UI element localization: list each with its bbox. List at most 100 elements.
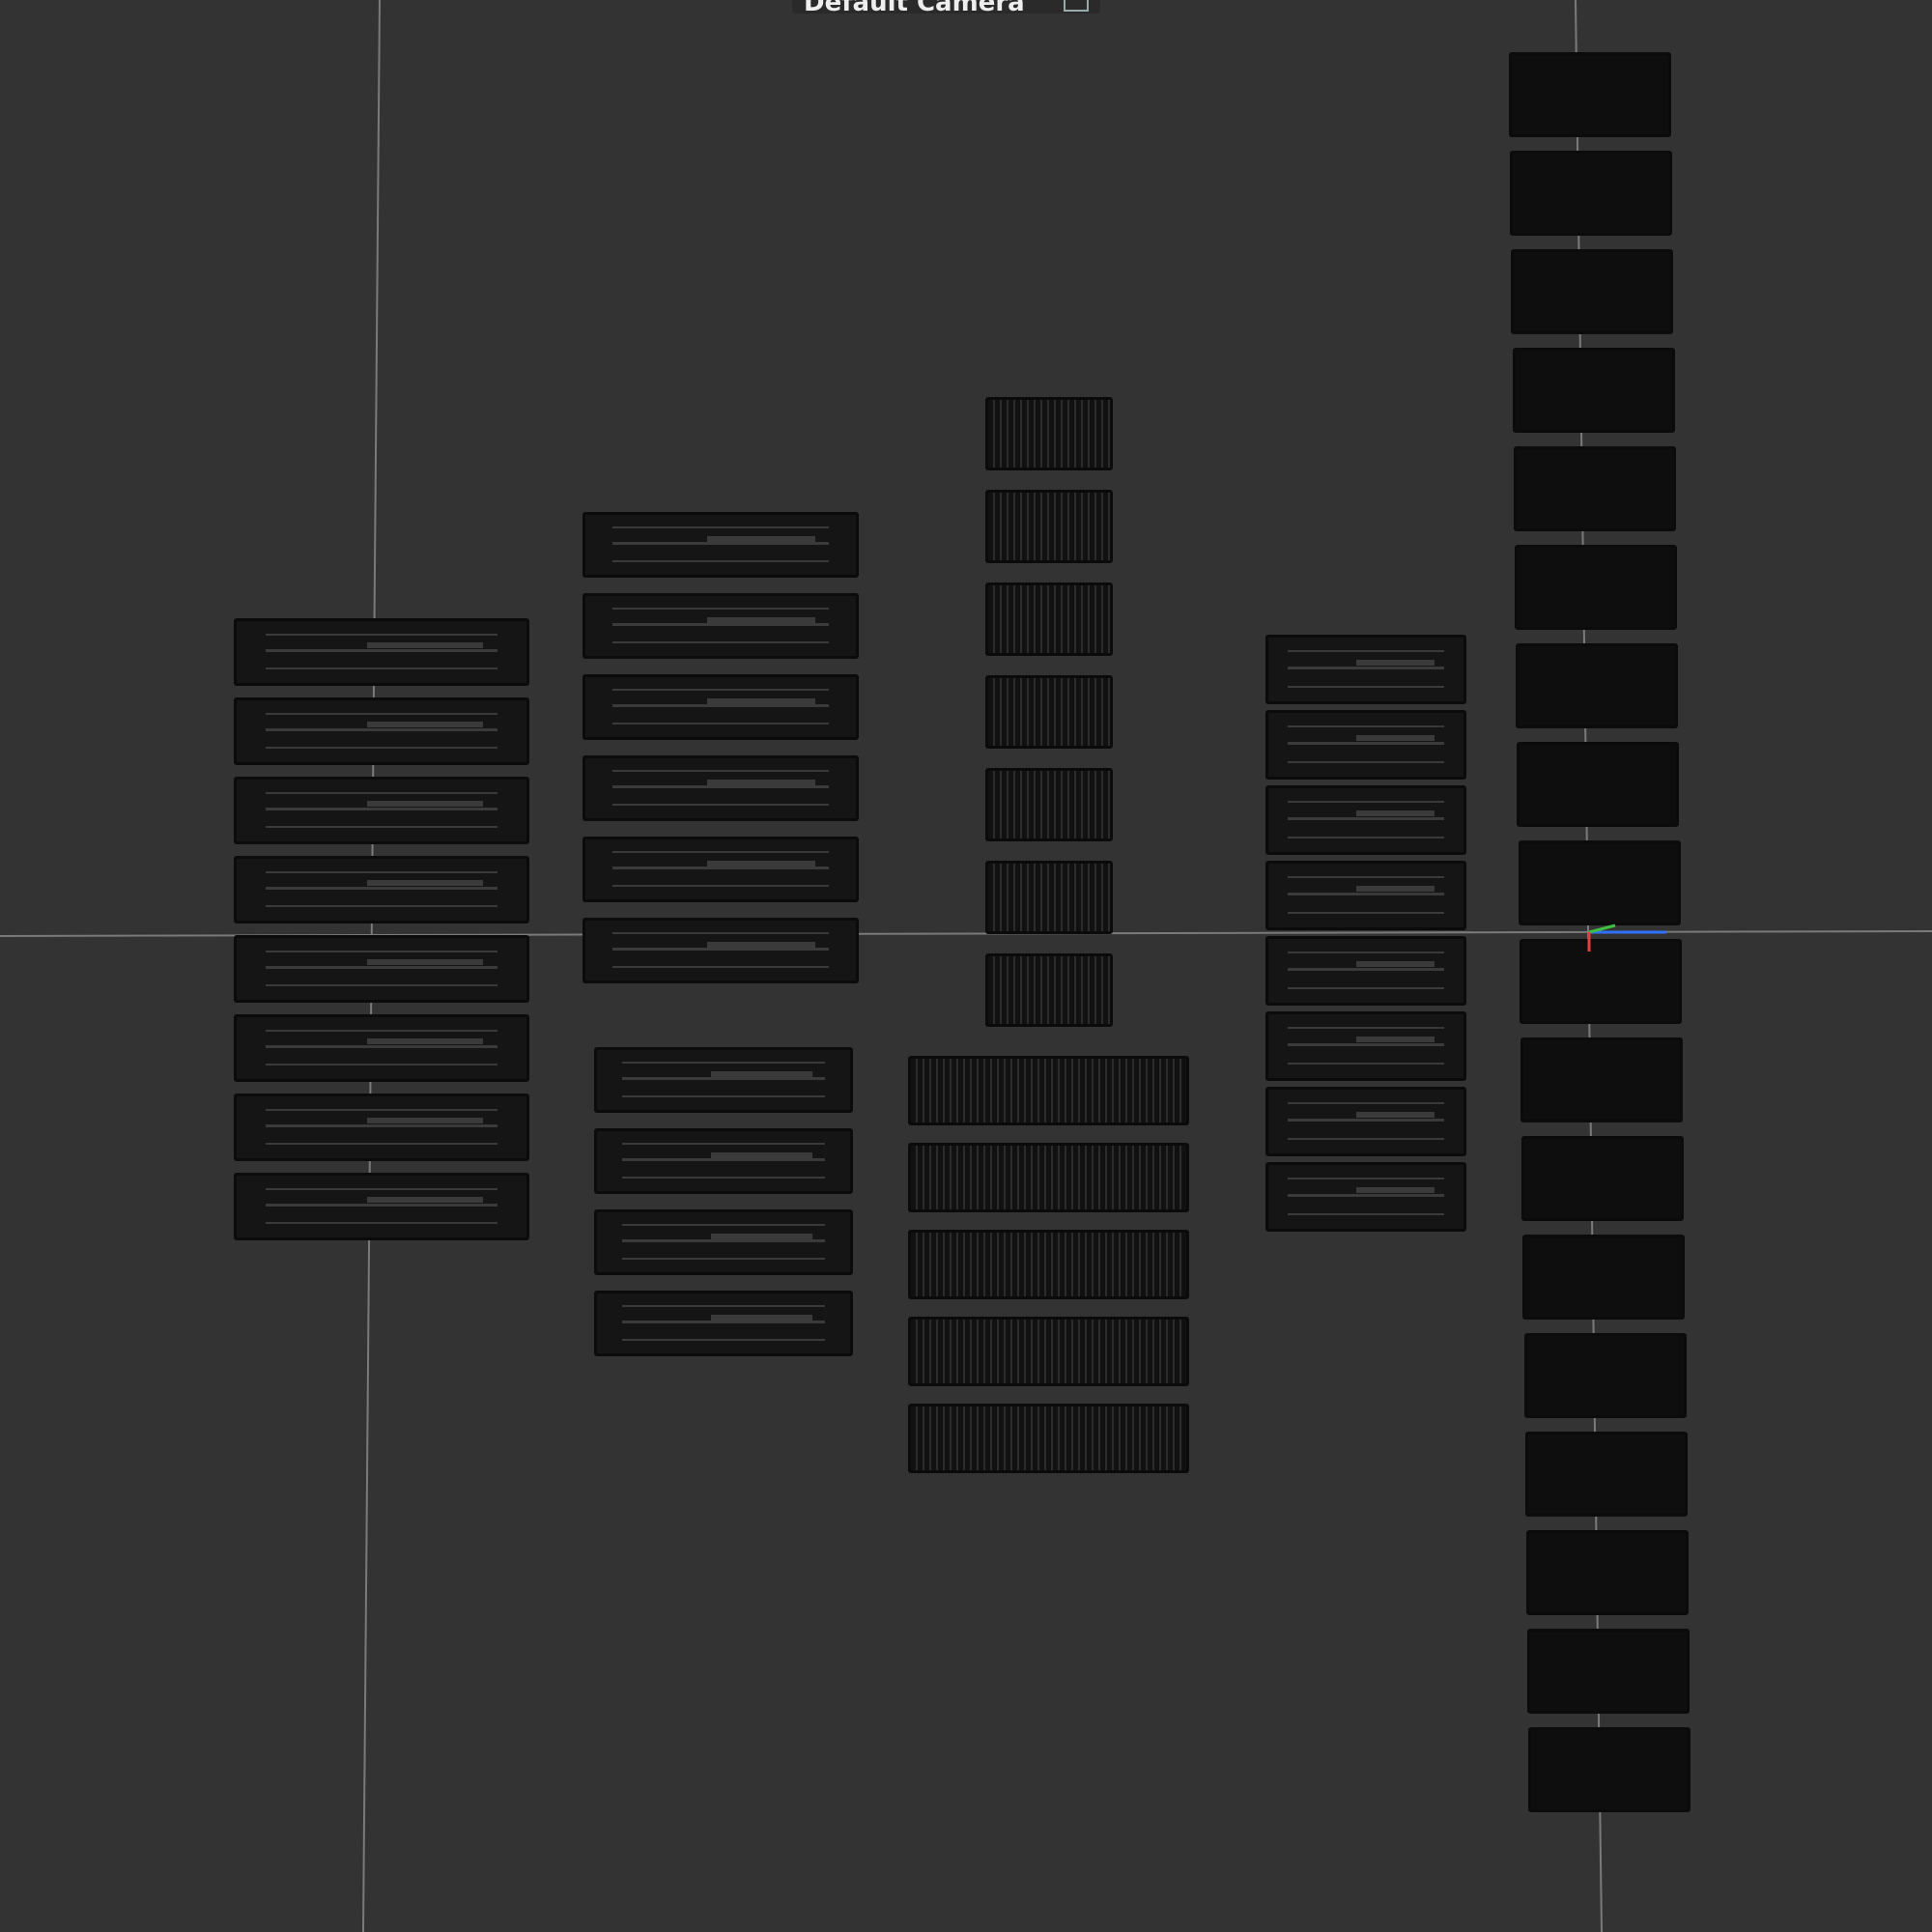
wireframe-edge [612,932,829,935]
box-truck-wireframe[interactable] [1265,785,1466,855]
wireframe-edge [612,526,829,529]
wireframe-edge [612,608,829,611]
wireframe-edge [1288,836,1444,838]
tractor-wireframe[interactable] [1515,545,1677,630]
wireframe-edge [612,866,829,869]
large-container-wireframe[interactable] [908,1317,1189,1386]
trailer-truck-wireframe[interactable] [234,1094,529,1161]
tractor-wireframe[interactable] [1520,1037,1683,1122]
tractor-wireframe[interactable] [1516,643,1678,728]
bus-wireframe[interactable] [594,1291,853,1356]
wireframe-edge [1288,685,1444,688]
wireframe-edge [1288,816,1444,820]
small-container-wireframe[interactable] [985,582,1113,656]
wireframe-edge [1288,650,1444,653]
wireframe-edge [612,703,829,707]
wireframe-edge [710,1070,812,1077]
trailer-truck-wireframe[interactable] [234,1173,529,1240]
tractor-wireframe[interactable] [1526,1530,1689,1615]
wireframe-edge [622,1257,825,1260]
tractor-wireframe[interactable] [1509,52,1671,137]
wireframe-edge [266,668,497,669]
camera-menu[interactable]: Default Camera [792,0,1100,15]
tractor-wireframe[interactable] [1519,840,1681,925]
flatbed-truck-wireframe[interactable] [582,593,859,659]
large-container-wireframe[interactable] [908,1056,1189,1125]
wireframe-edge [1288,967,1444,971]
wireframe-edge [266,648,497,652]
flatbed-truck-wireframe[interactable] [582,674,859,740]
small-container-wireframe[interactable] [985,861,1113,934]
wireframe-edge [266,905,497,907]
trailer-truck-wireframe[interactable] [234,697,529,765]
flatbed-truck-wireframe[interactable] [582,918,859,983]
wireframe-edge [612,689,829,692]
trailer-truck-wireframe[interactable] [234,1014,529,1082]
small-container-wireframe[interactable] [985,490,1113,563]
wireframe-edge [707,697,815,704]
tractor-wireframe[interactable] [1522,1235,1685,1320]
wireframe-edge [266,965,497,969]
wireframe-edge [1288,952,1444,954]
bus-wireframe[interactable] [594,1209,853,1275]
wireframe-edge [707,779,815,785]
box-truck-wireframe[interactable] [1265,1162,1466,1232]
wireframe-edge [707,535,815,542]
large-container-wireframe[interactable] [908,1230,1189,1299]
wireframe-edge [266,1029,497,1032]
wireframe-edge [266,1222,497,1224]
bus-wireframe[interactable] [594,1128,853,1194]
wireframe-edge [612,884,829,887]
wireframe-edge [266,870,497,873]
trailer-truck-wireframe[interactable] [234,856,529,923]
wireframe-edge [1355,961,1435,968]
wireframe-edge [612,622,829,626]
wireframe-edge [622,1320,825,1323]
box-truck-wireframe[interactable] [1265,861,1466,930]
trailer-truck-wireframe[interactable] [234,777,529,844]
large-container-wireframe[interactable] [908,1143,1189,1212]
wireframe-edge [266,1123,497,1127]
trailer-truck-wireframe[interactable] [234,618,529,686]
wireframe-edge [367,642,483,649]
tractor-wireframe[interactable] [1514,446,1676,531]
flatbed-truck-wireframe[interactable] [582,837,859,902]
box-truck-wireframe[interactable] [1265,635,1466,704]
tractor-wireframe[interactable] [1511,249,1673,334]
tractor-wireframe[interactable] [1510,151,1672,236]
tractor-wireframe[interactable] [1528,1727,1690,1812]
box-truck-wireframe[interactable] [1265,1087,1466,1156]
tractor-wireframe[interactable] [1524,1333,1687,1418]
wireframe-edge [622,1143,825,1146]
small-container-wireframe[interactable] [985,953,1113,1027]
bus-wireframe[interactable] [594,1047,853,1113]
wireframe-edge [367,1197,483,1204]
flatbed-truck-wireframe[interactable] [582,512,859,578]
wireframe-edge [1288,892,1444,895]
tractor-wireframe[interactable] [1525,1432,1688,1517]
wireframe-edge [1288,1178,1444,1180]
wireframe-edge [266,1108,497,1111]
wireframe-edge [707,860,815,867]
tractor-wireframe[interactable] [1513,348,1675,433]
tractor-wireframe[interactable] [1517,742,1679,827]
wireframe-edge [266,747,497,749]
small-container-wireframe[interactable] [985,675,1113,749]
wireframe-edge [1355,735,1435,742]
tractor-wireframe[interactable] [1521,1136,1684,1221]
wireframe-edge [710,1314,812,1321]
flatbed-truck-wireframe[interactable] [582,755,859,821]
large-container-wireframe[interactable] [908,1404,1189,1473]
tractor-wireframe[interactable] [1527,1629,1690,1714]
trailer-truck-wireframe[interactable] [234,935,529,1003]
wireframe-edge [622,1157,825,1161]
box-truck-wireframe[interactable] [1265,710,1466,780]
wireframe-edge [612,803,829,806]
tractor-wireframe[interactable] [1520,939,1682,1024]
small-container-wireframe[interactable] [985,397,1113,470]
small-container-wireframe[interactable] [985,768,1113,841]
box-truck-wireframe[interactable] [1265,936,1466,1006]
box-truck-wireframe[interactable] [1265,1011,1466,1081]
wireframe-edge [1355,886,1435,893]
